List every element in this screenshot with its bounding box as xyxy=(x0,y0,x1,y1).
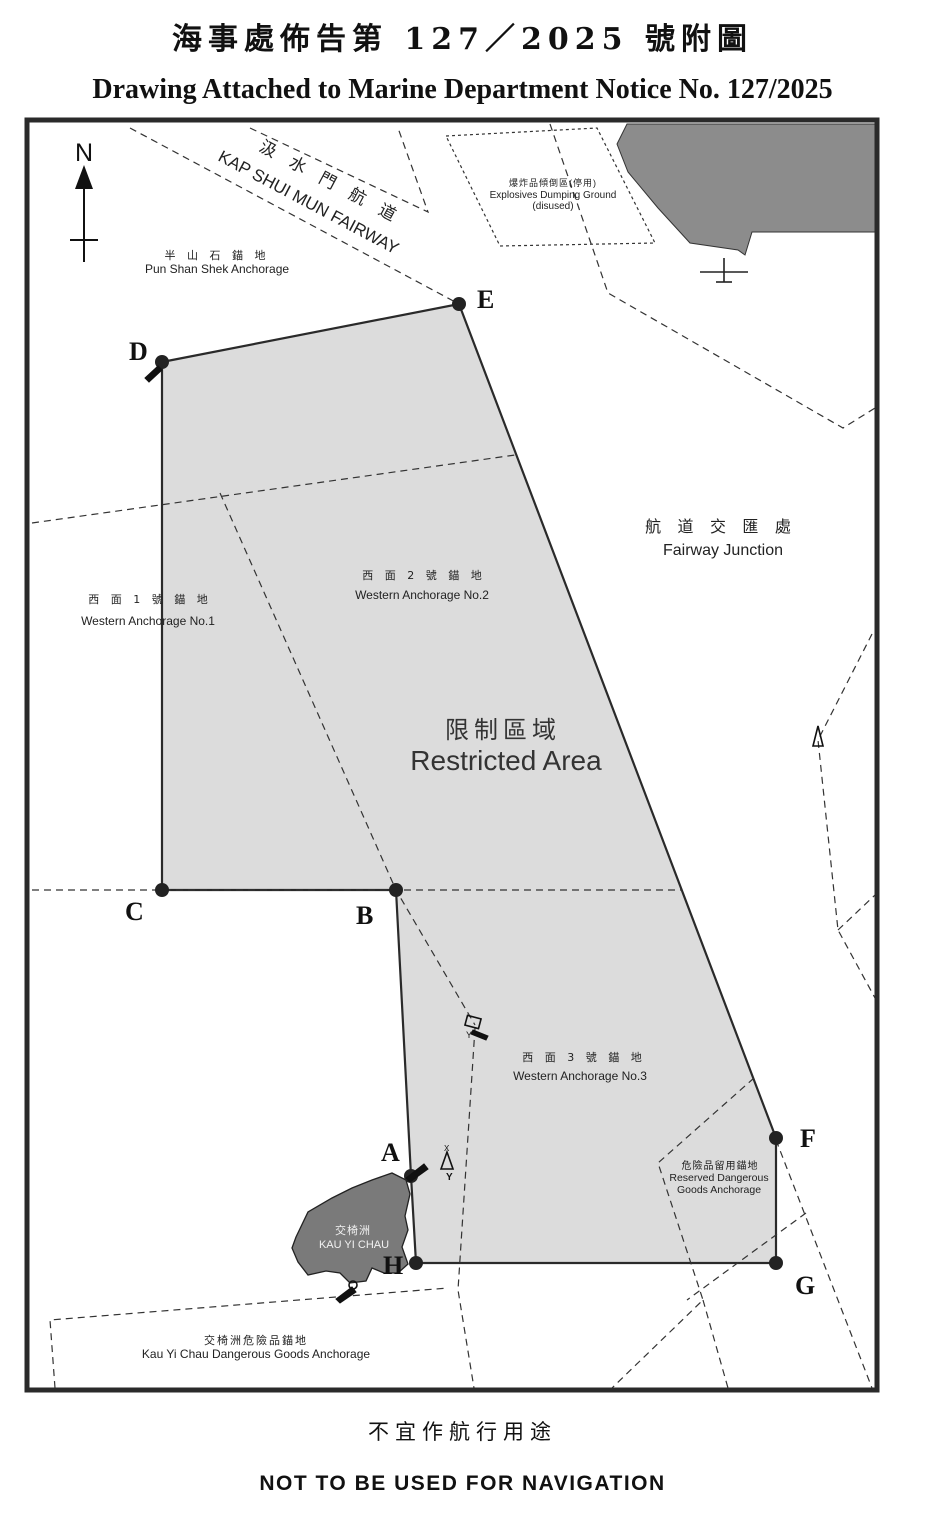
land-mass xyxy=(616,123,876,256)
point-h-dot xyxy=(409,1256,423,1270)
point-d-dot xyxy=(155,355,169,369)
reserved-dg-label-zh: 危險品留用錨地 xyxy=(682,1159,759,1172)
boundary-points xyxy=(155,297,783,1270)
north-label: N xyxy=(75,139,93,167)
point-label-a: A xyxy=(381,1138,400,1167)
point-g-dot xyxy=(769,1256,783,1270)
map-frame xyxy=(24,117,880,1393)
pier-icon xyxy=(700,258,748,283)
reserved-dg-label-en-2: Goods Anchorage xyxy=(677,1184,761,1196)
point-label-b: B xyxy=(356,901,373,930)
restricted-area-label-en: Restricted Area xyxy=(410,745,602,776)
explosives-label-en: Explosives Dumping Ground xyxy=(490,190,617,201)
footer-warning-chinese: 不宜作航行用途 xyxy=(368,1420,557,1444)
point-f-dot xyxy=(769,1131,783,1145)
western-anchorage-3-label-en: Western Anchorage No.3 xyxy=(513,1069,647,1083)
north-arrow-icon xyxy=(70,165,98,262)
point-label-d: D xyxy=(129,337,148,366)
footer-warning-english: NOT TO BE USED FOR NAVIGATION xyxy=(259,1472,666,1495)
buoy-y-label-2: Y xyxy=(466,1030,472,1040)
pun-shan-shek-label-zh: 半 山 石 錨 地 xyxy=(165,248,270,262)
reserved-dg-label-en-1: Reserved Dangerous xyxy=(669,1172,768,1184)
buoy-x-label: X xyxy=(444,1144,450,1153)
western-anchorage-2-label-en: Western Anchorage No.2 xyxy=(355,588,489,602)
western-anchorage-1-label-en: Western Anchorage No.1 xyxy=(81,614,215,628)
western-anchorage-3-label-zh: 西 面 3 號 錨 地 xyxy=(522,1051,645,1064)
explosives-label-zh: 爆炸品傾倒區(停用) xyxy=(509,177,597,188)
kau-yi-chau-island xyxy=(291,1172,411,1284)
kau-yi-chau-label-en: KAU YI CHAU xyxy=(319,1239,389,1251)
pun-shan-shek-label-en: Pun Shan Shek Anchorage xyxy=(145,262,289,276)
fairway-junction-label-zh: 航 道 交 匯 處 xyxy=(645,518,797,536)
western-anchorage-1-label-zh: 西 面 1 號 錨 地 xyxy=(88,593,211,606)
point-e-dot xyxy=(452,297,466,311)
restricted-area-label-zh: 限制區域 xyxy=(445,717,561,744)
restricted-area-polygon xyxy=(160,302,778,1265)
kyc-dg-anchorage-label-en: Kau Yi Chau Dangerous Goods Anchorage xyxy=(142,1347,370,1361)
light-beacon-icon xyxy=(144,365,489,1304)
point-label-f: F xyxy=(800,1124,816,1153)
buoy-y-label: Y xyxy=(446,1172,453,1183)
point-c-dot xyxy=(155,883,169,897)
title-english: Drawing Attached to Marine Department No… xyxy=(92,74,833,105)
buoy-icon xyxy=(348,725,825,1290)
point-label-g: G xyxy=(795,1271,815,1300)
kyc-dg-anchorage-label-zh: 交椅洲危險品錨地 xyxy=(204,1333,308,1347)
point-label-c: C xyxy=(125,897,144,926)
point-b-dot xyxy=(389,883,403,897)
kau-yi-chau-label-zh: 交椅洲 xyxy=(335,1223,371,1237)
title-chinese: 海事處佈告第 127／2025 號附圖 xyxy=(171,22,753,57)
explosives-label-status: (disused) xyxy=(532,201,573,212)
fairway-junction-label-en: Fairway Junction xyxy=(663,542,783,559)
western-anchorage-2-label-zh: 西 面 2 號 錨 地 xyxy=(362,569,485,582)
point-label-h: H xyxy=(383,1251,403,1280)
point-label-e: E xyxy=(477,285,494,314)
